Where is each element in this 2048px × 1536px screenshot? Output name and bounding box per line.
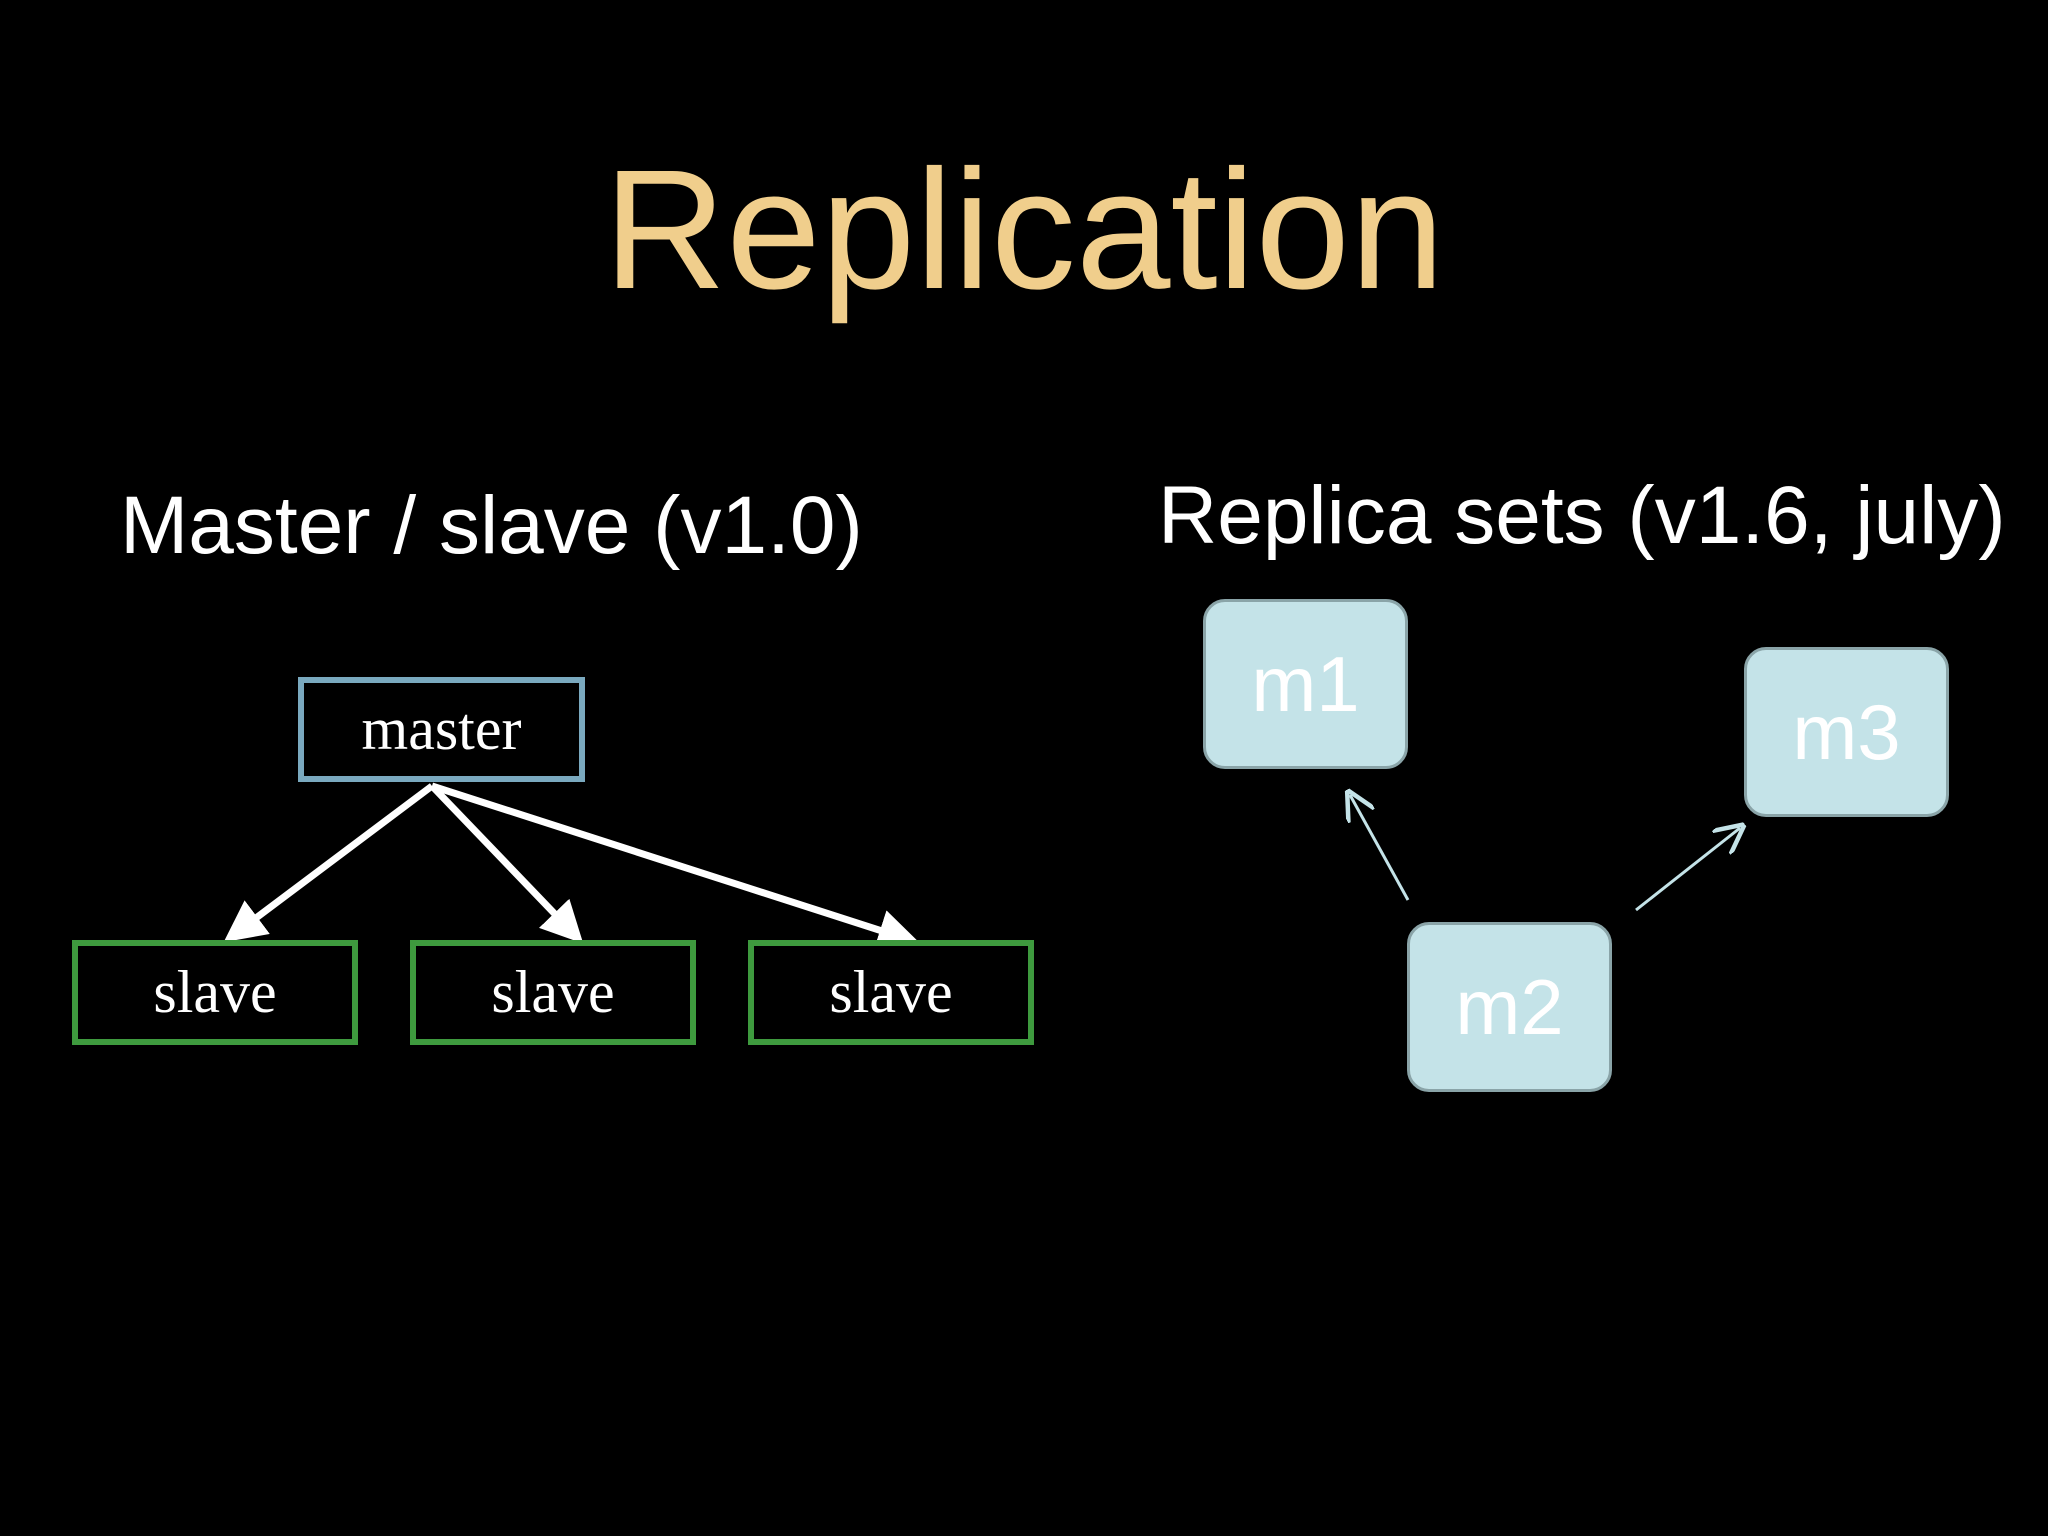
replica-sets-heading: Replica sets (v1.6, july) [1158, 470, 2006, 561]
replica-node-m1: m1 [1203, 599, 1408, 769]
replica-node-m3: m3 [1744, 647, 1949, 817]
m2-to-m1-arrow [1350, 795, 1410, 901]
master-to-slave-3-arrow [430, 782, 920, 951]
slave-box-1: slave [72, 940, 358, 1045]
m2-to-m3-arrow [1635, 828, 1740, 912]
slave-box-2: slave [410, 940, 696, 1045]
master-slave-heading: Master / slave (v1.0) [120, 480, 863, 571]
master-to-slave-1-arrow [223, 783, 435, 943]
slave-box-3: slave [748, 940, 1034, 1045]
replica-node-m2: m2 [1407, 922, 1612, 1092]
slide-title: Replication [603, 135, 1445, 325]
master-to-slave-2-arrow [429, 783, 584, 944]
master-box: master [298, 677, 585, 782]
